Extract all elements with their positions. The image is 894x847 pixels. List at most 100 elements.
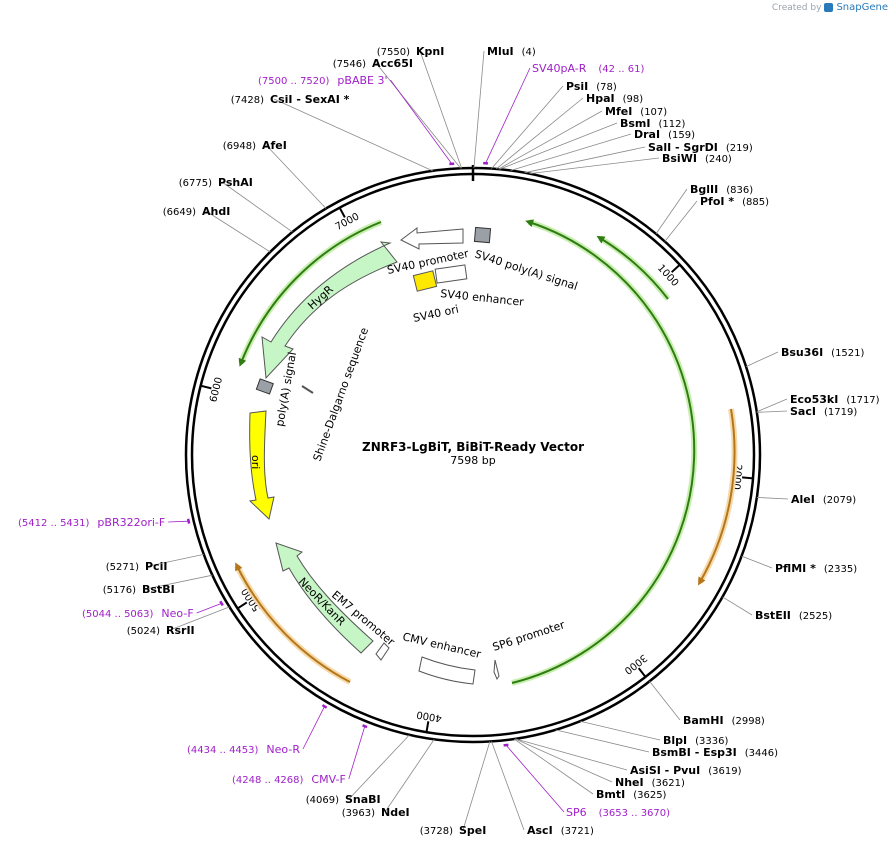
enzyme-position: (5176) <box>103 585 136 596</box>
enzyme-site: PshAI (6775) <box>179 176 253 189</box>
primer-site: (7500 .. 7520)pBABE 3' <box>258 74 388 87</box>
enzyme-leader <box>745 351 779 367</box>
primer-name: pBR322ori-F <box>97 516 165 529</box>
enzyme-leader <box>513 738 594 795</box>
enzyme-site: RsrII(5024) <box>127 624 195 637</box>
enzyme-leader <box>664 200 698 242</box>
enzyme-position: (885) <box>742 197 769 208</box>
enzyme-position: (7428) <box>231 95 264 106</box>
enzyme-site: AleI(2079) <box>791 493 856 506</box>
enzyme-leader <box>273 98 433 172</box>
map-length: 7598 bp <box>450 454 495 467</box>
enzyme-site: PfoI *(885) <box>700 195 769 208</box>
enzyme-position: (3728) <box>420 826 453 837</box>
primer-mark <box>362 724 368 729</box>
enzyme-name: SpeI <box>459 824 486 837</box>
enzyme-name: SacI <box>790 405 816 418</box>
enzyme-site: SnaBI(4069) <box>306 793 381 806</box>
primer-leader <box>348 726 366 780</box>
enzyme-position: (2335) <box>824 564 857 575</box>
sp6-promoter-arrow <box>493 659 500 681</box>
enzyme-position: (5271) <box>106 562 139 573</box>
tick-mark <box>200 384 212 390</box>
enzyme-name: AleI <box>791 493 815 506</box>
shine-dalgarno-mark <box>301 385 314 394</box>
snapgene-logo-icon <box>824 3 834 12</box>
enzyme-site: PciI(5271) <box>106 560 168 573</box>
enzyme-position: (107) <box>640 107 667 118</box>
enzyme-leader <box>473 50 485 169</box>
enzyme-site: AhdI(6649) <box>163 205 231 218</box>
primer-range: (4248 .. 4268) <box>232 775 304 786</box>
feature-label-sp6-promoter: SP6 promoter <box>491 618 567 654</box>
enzyme-position: (1521) <box>831 348 864 359</box>
enzyme-site: BmtI(3625) <box>596 788 667 801</box>
snapgene-credit: Created by SnapGene <box>772 2 888 13</box>
tick-mark <box>637 667 647 678</box>
orange-arc-right <box>698 408 736 586</box>
enzyme-position: (3621) <box>652 778 685 789</box>
sv40-polya-box <box>473 226 492 244</box>
enzyme-position: (3446) <box>745 748 778 759</box>
enzyme-position: (112) <box>659 119 686 130</box>
enzyme-name: SalI - SgrDI <box>648 141 718 154</box>
enzyme-leader <box>205 210 271 253</box>
enzyme-position: (2525) <box>799 611 832 622</box>
tick-label: 4000 <box>416 708 443 723</box>
inner-features <box>248 226 500 685</box>
enzyme-site: AscI(3721) <box>527 824 594 837</box>
polya-box <box>255 378 274 395</box>
enzyme-name: PflMI * <box>775 562 816 575</box>
ori-arrow <box>248 410 275 520</box>
primer-site: SV40pA-R(42 .. 61) <box>532 62 644 75</box>
enzyme-leader <box>515 738 628 771</box>
enzyme-name: HpaI <box>586 92 615 105</box>
em7-promoter-arrow <box>375 642 390 661</box>
tick-mark <box>237 601 248 610</box>
enzyme-site: AfeI(6948) <box>223 139 287 152</box>
primer-range: (7500 .. 7520) <box>258 76 330 87</box>
enzyme-name: BglII <box>690 183 718 196</box>
enzyme-site: BamHI(2998) <box>683 714 765 727</box>
enzyme-site: BsmBI - Esp3I(3446) <box>652 746 778 759</box>
credit-prefix: Created by <box>771 2 822 13</box>
primer-range: (5044 .. 5063) <box>82 609 154 620</box>
enzyme-site: BlpI(3336) <box>663 734 728 747</box>
primer-range: (42 .. 61) <box>598 64 644 75</box>
enzyme-position: (6775) <box>179 178 212 189</box>
enzyme-leader <box>495 97 584 170</box>
primer-site: (5412 .. 5431)pBR322ori-F <box>18 516 165 529</box>
enzyme-site: CsiI - SexAI *(7428) <box>231 93 350 106</box>
sv40-ori-box <box>412 270 438 292</box>
neor-arrow <box>275 542 374 654</box>
enzyme-position: (219) <box>726 143 753 154</box>
enzyme-site: Acc65I(7546) <box>333 57 413 70</box>
enzyme-leader <box>524 146 646 174</box>
enzyme-name: BsmI <box>620 117 651 130</box>
primer-name: SP6 <box>566 806 587 819</box>
hygr-arrow <box>261 241 398 380</box>
enzyme-position: (3963) <box>342 808 375 819</box>
enzyme-name: NheI <box>615 776 644 789</box>
enzyme-name: AfeI <box>262 139 287 152</box>
enzyme-leader <box>221 181 293 233</box>
feature-arcs <box>234 219 738 686</box>
enzyme-name: NdeI <box>381 806 410 819</box>
enzyme-leader <box>462 741 491 831</box>
primer-site: (4248 .. 4268)CMV-F <box>232 773 346 786</box>
enzyme-site: BsiWI(240) <box>662 152 732 165</box>
enzyme-position: (1719) <box>824 407 857 418</box>
enzyme-name: PshAI <box>218 176 253 189</box>
enzyme-leader <box>529 157 660 175</box>
enzyme-labels: KpnI(7550)Acc65I(7546)CsiI - SexAI *(742… <box>103 45 880 837</box>
enzyme-position: (6649) <box>163 207 196 218</box>
enzyme-name: PsiI <box>566 80 588 93</box>
primer-site: SP6(3653 .. 3670) <box>566 806 670 819</box>
primer-mark <box>186 518 191 524</box>
primer-name: Neo-F <box>161 607 193 620</box>
enzyme-leader <box>491 85 564 169</box>
primer-name: Neo-R <box>266 743 300 756</box>
enzyme-site: BglII(836) <box>690 183 753 196</box>
enzyme-name: BlpI <box>663 734 687 747</box>
